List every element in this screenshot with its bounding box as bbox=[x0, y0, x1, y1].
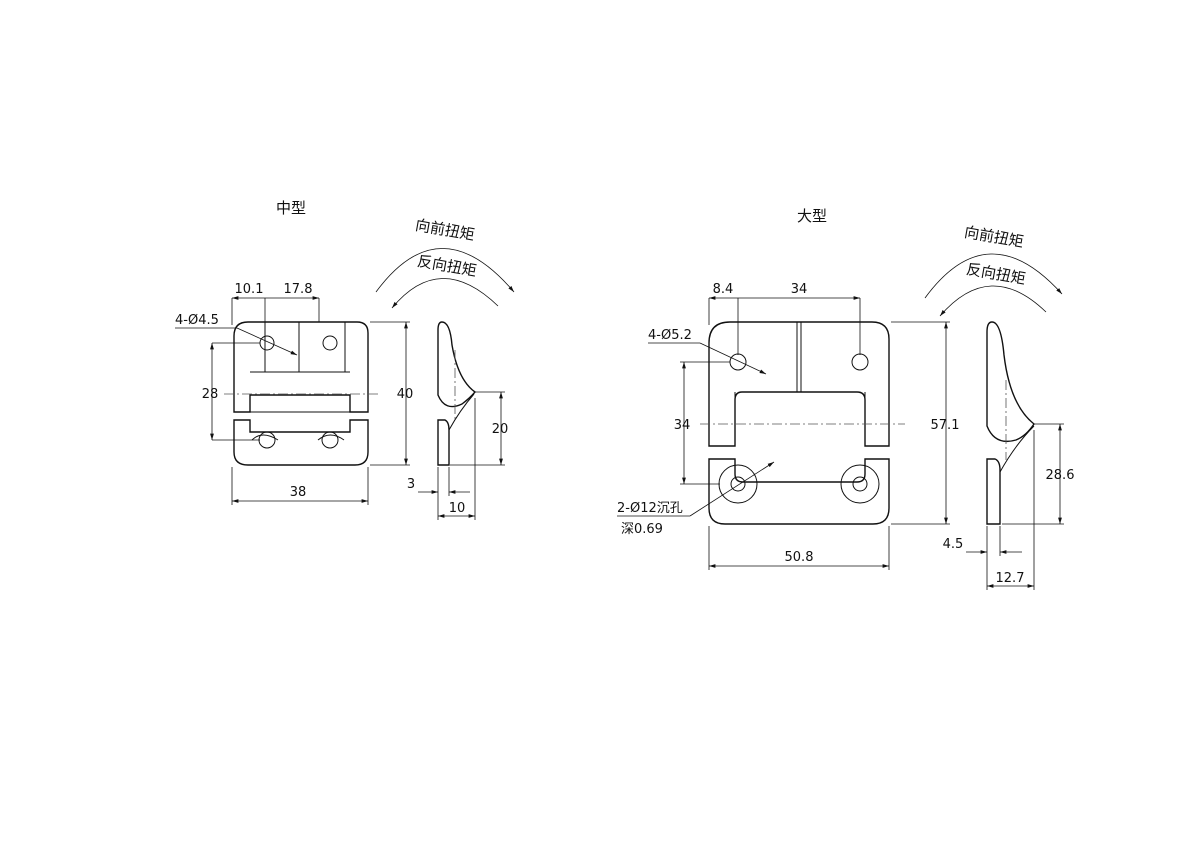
medium-dim-38: 38 bbox=[290, 485, 307, 500]
large-csk-label: 2-Ø12沉孔 bbox=[617, 501, 683, 516]
medium-holes-label: 4-Ø4.5 bbox=[175, 313, 219, 328]
large-front-view bbox=[700, 321, 905, 525]
large-title: 大型 bbox=[797, 207, 827, 225]
large-holes-label: 4-Ø5.2 bbox=[648, 328, 692, 343]
medium-hinge-drawing: 中型 10.1 17.8 4-Ø4.5 bbox=[175, 199, 515, 520]
medium-torque-reverse: 反向扭矩 bbox=[416, 252, 478, 280]
medium-side-view bbox=[437, 321, 477, 466]
large-dim-34-top: 34 bbox=[791, 282, 808, 297]
large-hinge-drawing: 大型 8.4 34 4-Ø5.2 bbox=[617, 207, 1074, 590]
large-dim-4-5: 4.5 bbox=[943, 537, 964, 552]
large-torque-reverse: 反向扭矩 bbox=[965, 260, 1027, 288]
large-dim-8-4: 8.4 bbox=[713, 282, 734, 297]
medium-dim-17-8: 17.8 bbox=[284, 282, 313, 297]
medium-front-view bbox=[224, 321, 380, 466]
large-side-view bbox=[986, 321, 1035, 525]
large-dim-12-7: 12.7 bbox=[996, 571, 1025, 586]
medium-dim-40: 40 bbox=[397, 387, 414, 402]
large-dim-57-1: 57.1 bbox=[931, 418, 960, 433]
medium-dim-10-1: 10.1 bbox=[235, 282, 264, 297]
large-dim-50-8: 50.8 bbox=[785, 550, 814, 565]
medium-title: 中型 bbox=[276, 199, 306, 217]
medium-torque-forward: 向前扭矩 bbox=[414, 216, 476, 244]
medium-dim-28: 28 bbox=[202, 387, 219, 402]
large-dim-28-6: 28.6 bbox=[1046, 468, 1075, 483]
medium-dim-10: 10 bbox=[449, 501, 466, 516]
medium-dim-20: 20 bbox=[492, 422, 509, 437]
large-depth-label: 深0.69 bbox=[621, 522, 663, 537]
medium-dim-3: 3 bbox=[407, 477, 415, 492]
large-dim-34-left: 34 bbox=[674, 418, 691, 433]
large-torque-forward: 向前扭矩 bbox=[963, 223, 1025, 251]
